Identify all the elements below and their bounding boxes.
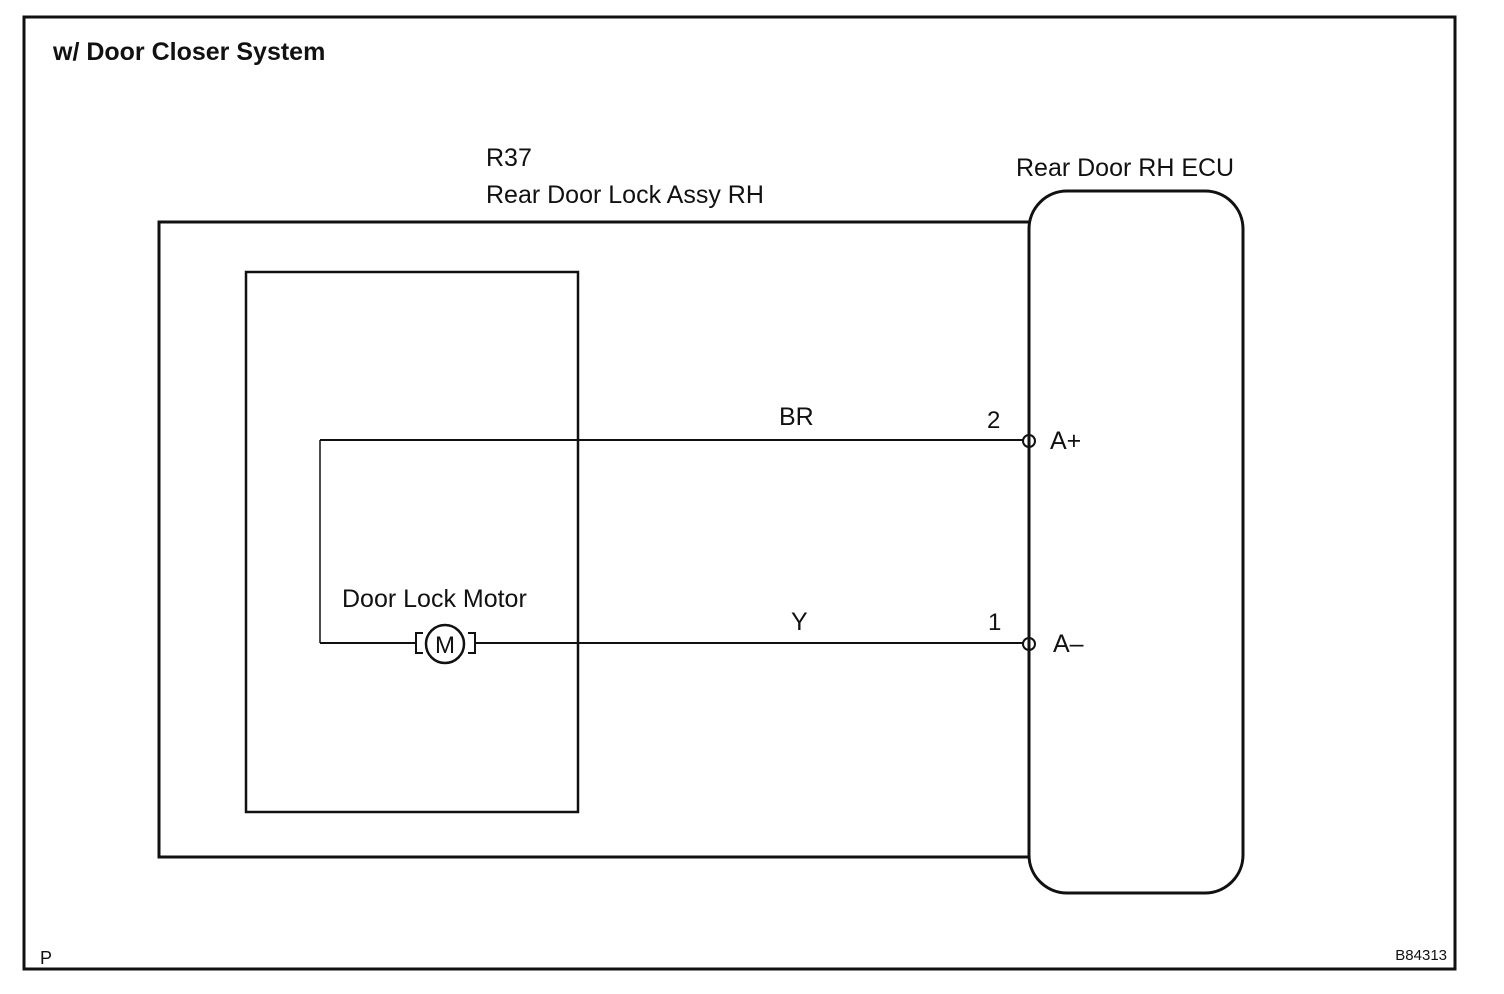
terminal-a-plus-circle bbox=[1022, 434, 1036, 448]
pin-number-1: 1 bbox=[988, 609, 1001, 636]
ecu-name: Rear Door RH ECU bbox=[1016, 154, 1234, 182]
figure-id: B84313 bbox=[1395, 947, 1447, 964]
motor-circle bbox=[424, 623, 466, 665]
pin-number-2: 2 bbox=[987, 407, 1000, 434]
footer-left-mark: P bbox=[40, 948, 52, 968]
terminal-a-minus: A– bbox=[1053, 630, 1084, 658]
connector-code: R37 bbox=[486, 144, 532, 172]
wire-color-y: Y bbox=[791, 608, 808, 636]
terminal-a-minus-circle bbox=[1022, 637, 1036, 651]
motor-label: Door Lock Motor bbox=[342, 585, 527, 613]
outer-frame bbox=[22, 15, 1457, 971]
motor-symbol-letter: M bbox=[435, 632, 455, 659]
motor-brush-left bbox=[415, 632, 423, 654]
ecu-box bbox=[1027, 189, 1245, 895]
terminal-a-plus: A+ bbox=[1050, 427, 1081, 455]
lock-assy-box bbox=[157, 220, 1029, 859]
lock-assy-name: Rear Door Lock Assy RH bbox=[486, 181, 764, 209]
motor-brush-right bbox=[468, 632, 476, 654]
wire-color-br: BR bbox=[779, 403, 814, 431]
motor-component-box bbox=[244, 270, 580, 814]
diagram-title: w/ Door Closer System bbox=[52, 38, 325, 66]
motor-symbol: M bbox=[415, 623, 476, 665]
